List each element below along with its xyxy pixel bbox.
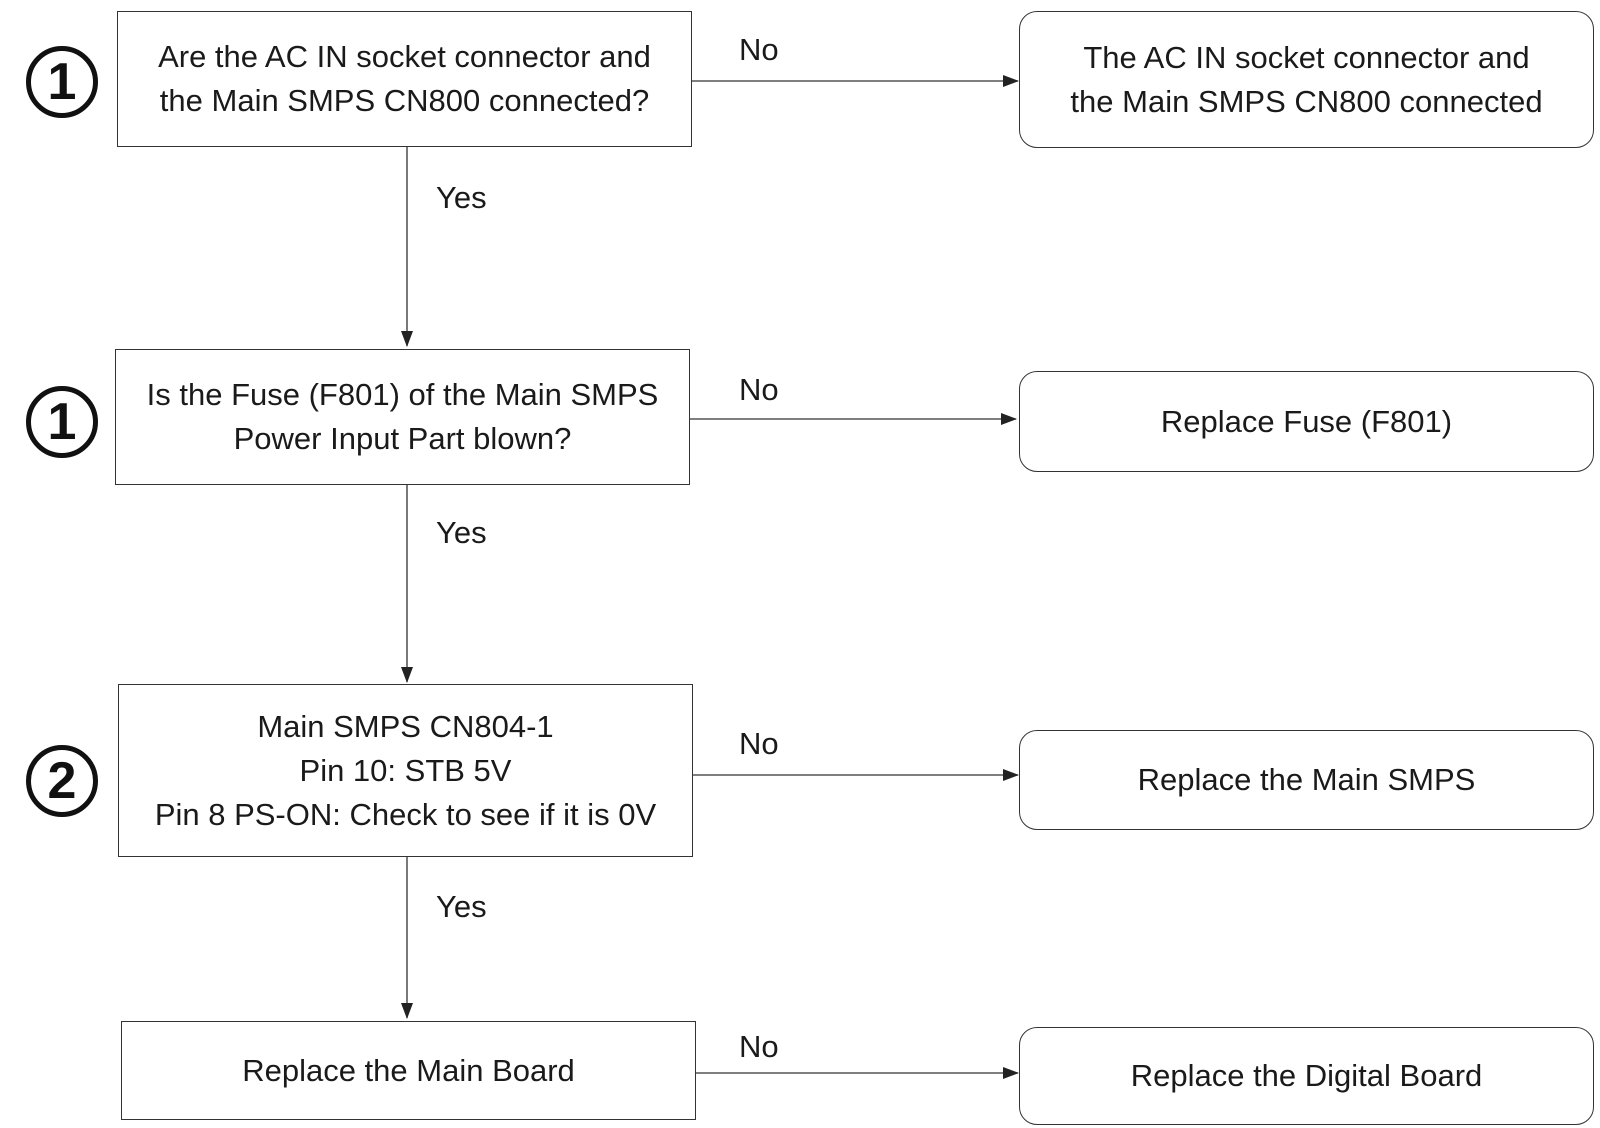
box-text-line: Replace the Main SMPS [1137,762,1476,797]
branch-label-no: No [739,1029,779,1064]
branch-label-yes: Yes [436,515,487,550]
box-text-line: The AC IN socket connector and [1083,39,1530,75]
branch-label-no: No [739,32,779,67]
box-text-line: Replace Fuse (F801) [1160,403,1453,439]
decision-box-cn804: Main SMPS CN804-1 Pin 10: STB 5V Pin 8 P… [118,684,693,857]
box-text-line: Replace the Main Board [242,1052,575,1088]
box-text-line: Are the AC IN socket connector and [158,39,651,74]
box-text-line: Main SMPS CN804-1 [257,708,554,744]
step-marker-1: 1 [26,46,98,118]
branch-label-yes: Yes [436,180,487,215]
action-box-replace-digital: Replace the Digital Board [1019,1027,1594,1125]
action-box-connect: The AC IN socket connector and the Main … [1019,11,1594,148]
process-box-main-board: Replace the Main Board [121,1021,696,1120]
box-text-line: Replace the Digital Board [1130,1058,1483,1093]
branch-label-no: No [739,726,779,761]
step-marker-2: 1 [26,386,98,458]
box-text-line: Pin 8 PS-ON: Check to see if it is 0V [154,796,657,832]
box-text-line: the Main SMPS CN800 connected [1070,83,1543,119]
decision-box-fuse: Is the Fuse (F801) of the Main SMPS Powe… [115,349,690,485]
step-marker-3: 2 [26,745,98,817]
box-text-line: Is the Fuse (F801) of the Main SMPS [146,377,659,412]
branch-label-yes: Yes [436,889,487,924]
decision-box-ac-connection: Are the AC IN socket connector and the M… [117,11,692,147]
action-box-replace-smps: Replace the Main SMPS [1019,730,1594,830]
action-box-replace-fuse: Replace Fuse (F801) [1019,371,1594,472]
branch-label-no: No [739,372,779,407]
box-text-line: Power Input Part blown? [233,421,572,456]
box-text-line: the Main SMPS CN800 connected? [159,83,650,118]
box-text-line: Pin 10: STB 5V [299,752,512,788]
